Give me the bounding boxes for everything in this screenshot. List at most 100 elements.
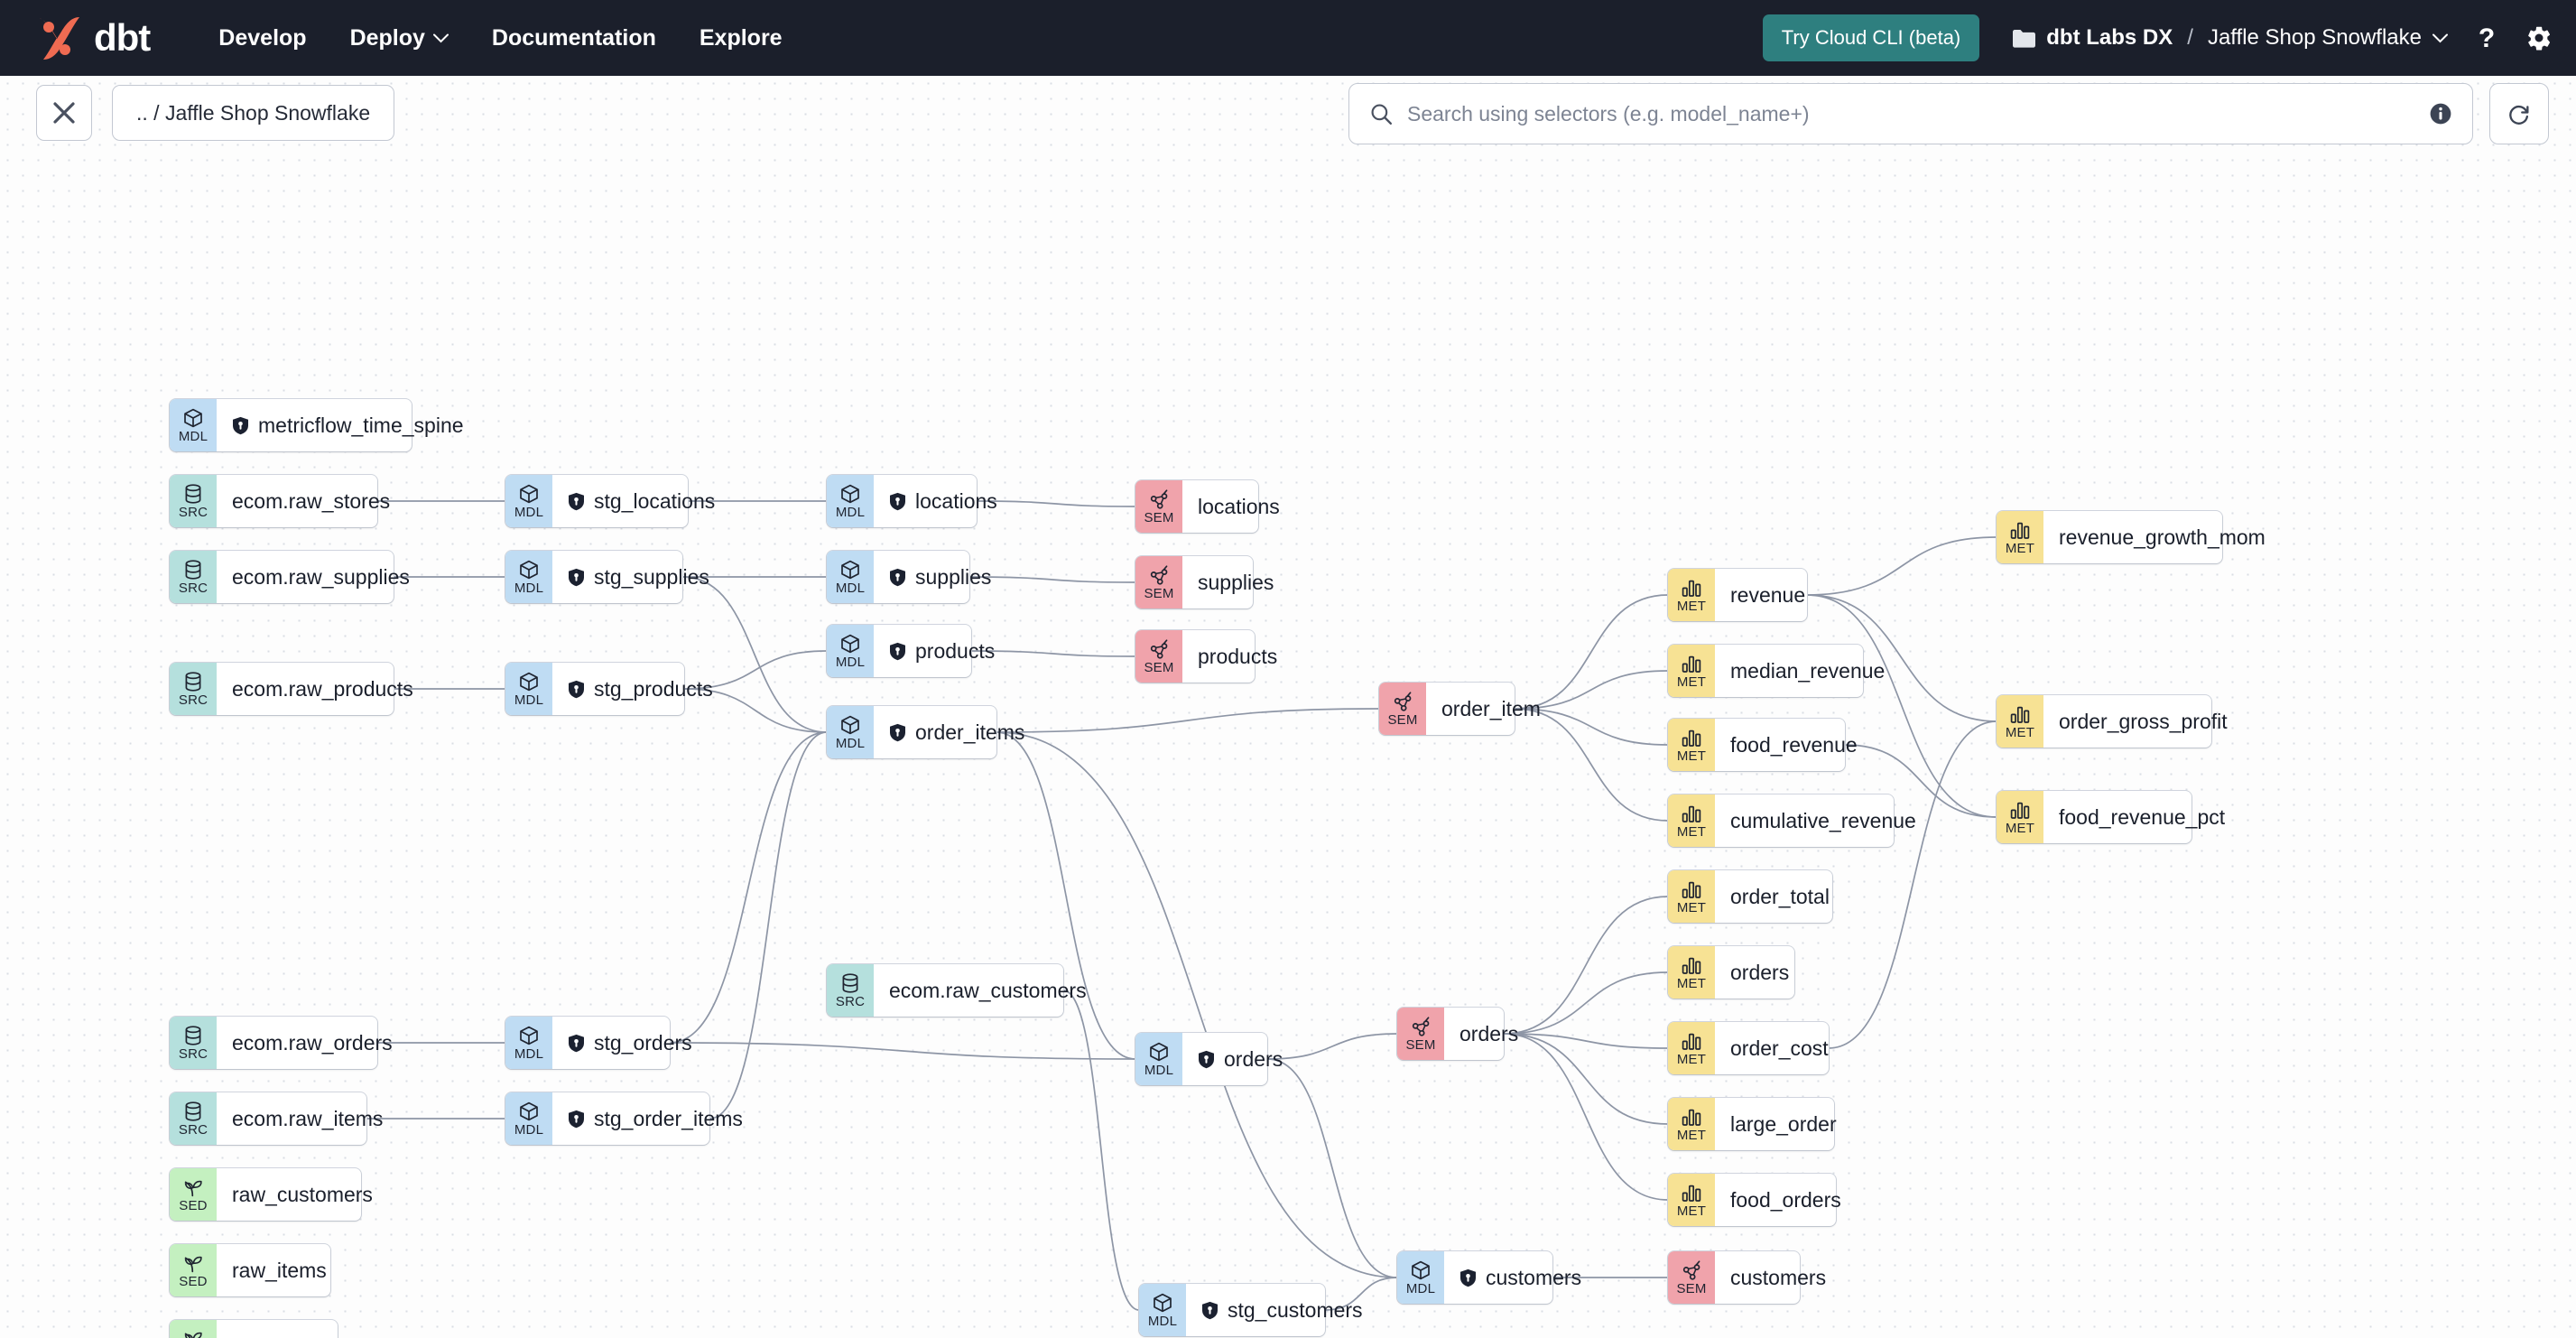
graph-node-sem_order_item[interactable]: SEM order_item [1379, 683, 1541, 735]
node-type-badge-met: MET [1668, 645, 1715, 697]
node-type-badge-src: SRC [170, 1092, 217, 1145]
graph-toolbar: .. / Jaffle Shop Snowflake [0, 76, 2576, 152]
node-type-label: SED [179, 1197, 208, 1213]
graph-node-met_median_revenue[interactable]: MET median_revenue [1668, 645, 1885, 697]
cube-icon [839, 560, 861, 581]
node-label: stg_order_items [594, 1106, 743, 1130]
nav-link-develop[interactable]: Develop [197, 16, 328, 60]
node-type-label: SEM [1387, 711, 1418, 728]
node-type-badge-src: SRC [170, 551, 217, 603]
node-type-label: MDL [514, 1121, 544, 1138]
node-label: order_item [1441, 696, 1541, 720]
node-type-badge-mdl: MDL [505, 663, 552, 715]
node-type-label: MET [1676, 823, 1707, 840]
shield-icon [1459, 1268, 1477, 1287]
node-body: food_orders [1715, 1174, 1859, 1226]
node-body: order_gross_profit [2043, 695, 2246, 748]
nav-link-documentation[interactable]: Documentation [470, 16, 678, 60]
shield-icon [889, 642, 906, 661]
node-label: supplies [915, 564, 992, 589]
nav-right-group: Try Cloud CLI (beta) dbt Labs DX / Jaffl… [1762, 14, 2553, 61]
node-body: revenue_growth_mom [2043, 511, 2284, 563]
nav-link-explore[interactable]: Explore [678, 16, 804, 60]
nav-link-deploy[interactable]: Deploy [329, 16, 470, 60]
graph-node-stg_order_items[interactable]: MDL stg_order_items [505, 1092, 743, 1145]
node-label: order_total [1730, 884, 1830, 908]
info-icon[interactable] [2429, 102, 2452, 125]
dbt-logo[interactable]: dbt [29, 14, 151, 62]
breadcrumb[interactable]: .. / Jaffle Shop Snowflake [112, 85, 395, 141]
project-breadcrumb[interactable]: dbt Labs DX / Jaffle Shop Snowflake [2012, 25, 2448, 51]
node-type-badge-sem: SEM [1135, 556, 1182, 609]
node-label: median_revenue [1730, 658, 1886, 683]
sprout-icon [182, 1329, 204, 1338]
node-body: stg_customers [1186, 1284, 1381, 1336]
search-bar[interactable] [1348, 83, 2473, 144]
edge-sem_orders-to-met_food_orders [1503, 1033, 1669, 1201]
node-type-label: SRC [178, 504, 208, 520]
network-icon [1148, 564, 1170, 586]
node-type-label: MDL [835, 735, 866, 751]
close-button[interactable] [36, 85, 92, 141]
edge-order_items-to-sem_order_item [996, 708, 1380, 733]
node-body: ecom.raw_supplies [217, 551, 428, 603]
breadcrumb-separator: / [2187, 25, 2193, 50]
search-input[interactable] [1407, 101, 2414, 126]
refresh-button[interactable] [2489, 83, 2549, 144]
node-type-label: MET [1676, 598, 1707, 614]
close-icon [53, 102, 75, 124]
bar-chart-icon [1681, 955, 1702, 976]
try-cloud-cli-button[interactable]: Try Cloud CLI (beta) [1762, 14, 1980, 61]
node-type-badge-sem: SEM [1668, 1251, 1715, 1304]
settings-button[interactable] [2525, 24, 2553, 51]
cube-icon [518, 560, 540, 581]
node-type-badge-sed: SED [170, 1244, 217, 1296]
help-button[interactable]: ? [2475, 23, 2498, 52]
edge-locations-to-sem_locations [976, 500, 1136, 507]
bar-chart-icon [1681, 654, 1702, 674]
node-type-badge-mdl: MDL [827, 475, 874, 527]
shield-icon [889, 492, 906, 511]
top-navigation-bar: dbt Develop Deploy Documentation Explore… [0, 0, 2576, 76]
node-type-label: MDL [1405, 1280, 1436, 1296]
node-label: products [1198, 644, 1278, 668]
